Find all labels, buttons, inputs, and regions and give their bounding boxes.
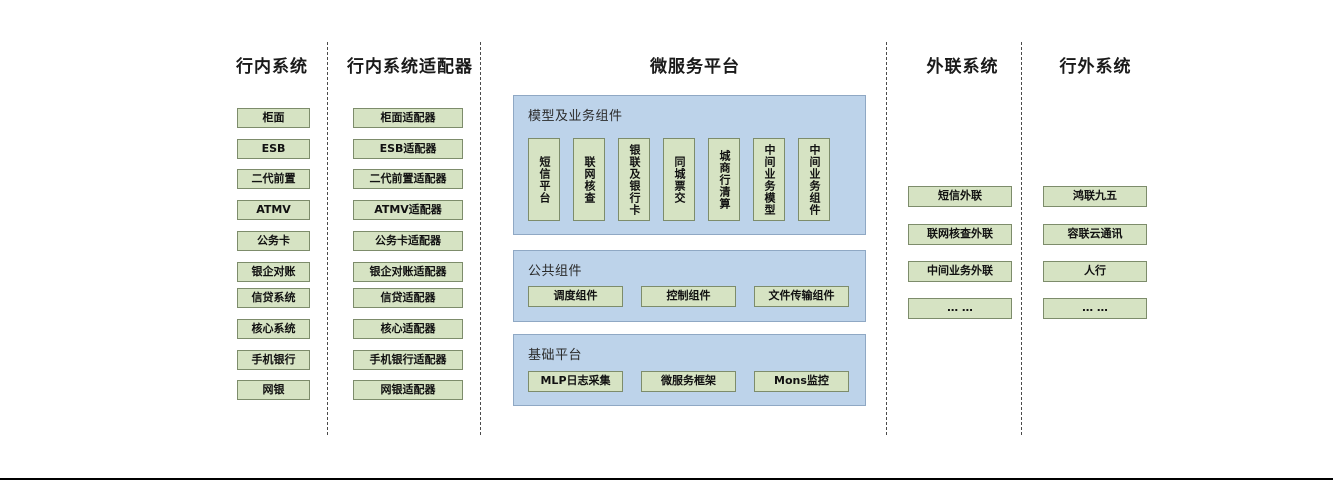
node-internal-system[interactable]: 公务卡 [237, 231, 310, 251]
node-outside-bank-system[interactable]: 容联云通讯 [1043, 224, 1147, 245]
separator-line-1 [327, 42, 328, 435]
node-external-link-system[interactable]: 联网核查外联 [908, 224, 1012, 245]
node-adapter[interactable]: ATMV适配器 [353, 200, 463, 220]
panel-title-base-platform: 基础平台 [528, 348, 583, 363]
node-internal-system[interactable]: 网银 [237, 380, 310, 400]
column-title-internal-system-adapters: 行内系统适配器 [347, 57, 473, 77]
node-public-component[interactable]: 文件传输组件 [754, 286, 849, 307]
separator-line-2 [480, 42, 481, 435]
separator-line-4 [1021, 42, 1022, 435]
separator-line-3 [886, 42, 887, 435]
node-adapter[interactable]: 手机银行适配器 [353, 350, 463, 370]
node-base-platform-component[interactable]: Mons监控 [754, 371, 849, 392]
node-adapter[interactable]: 二代前置适配器 [353, 169, 463, 189]
node-model-component[interactable]: 中间业务组件 [798, 138, 830, 221]
column-title-outside-bank-systems: 行外系统 [1059, 57, 1132, 77]
column-title-internal-systems: 行内系统 [236, 57, 308, 77]
node-internal-system[interactable]: ATMV [237, 200, 310, 220]
node-model-component[interactable]: 联网核查 [573, 138, 605, 221]
panel-base-platform: 基础平台 [513, 334, 866, 406]
node-adapter[interactable]: ESB适配器 [353, 139, 463, 159]
node-adapter[interactable]: 网银适配器 [353, 380, 463, 400]
node-public-component[interactable]: 控制组件 [641, 286, 736, 307]
node-adapter[interactable]: 核心适配器 [353, 319, 463, 339]
node-model-component[interactable]: 中间业务模型 [753, 138, 785, 221]
node-internal-system[interactable]: 核心系统 [237, 319, 310, 339]
node-public-component[interactable]: 调度组件 [528, 286, 623, 307]
node-adapter[interactable]: 信贷适配器 [353, 288, 463, 308]
node-external-link-system[interactable]: 中间业务外联 [908, 261, 1012, 282]
node-internal-system[interactable]: 银企对账 [237, 262, 310, 282]
node-base-platform-component[interactable]: MLP日志采集 [528, 371, 623, 392]
node-outside-bank-system[interactable]: 鸿联九五 [1043, 186, 1147, 207]
node-external-link-system[interactable]: 短信外联 [908, 186, 1012, 207]
node-external-link-system[interactable]: … … [908, 298, 1012, 319]
bottom-divider [0, 478, 1333, 480]
node-internal-system[interactable]: 手机银行 [237, 350, 310, 370]
panel-title-public-components: 公共组件 [528, 264, 583, 279]
node-outside-bank-system[interactable]: 人行 [1043, 261, 1147, 282]
node-adapter[interactable]: 柜面适配器 [353, 108, 463, 128]
node-internal-system[interactable]: ESB [237, 139, 310, 159]
node-adapter[interactable]: 银企对账适配器 [353, 262, 463, 282]
node-internal-system[interactable]: 二代前置 [237, 169, 310, 189]
panel-title-model-business-components: 模型及业务组件 [528, 109, 623, 124]
node-outside-bank-system[interactable]: … … [1043, 298, 1147, 319]
column-title-microservice-platform: 微服务平台 [650, 57, 740, 77]
node-model-component[interactable]: 城商行清算 [708, 138, 740, 221]
node-base-platform-component[interactable]: 微服务框架 [641, 371, 736, 392]
node-internal-system[interactable]: 柜面 [237, 108, 310, 128]
node-model-component[interactable]: 银联及银行卡 [618, 138, 650, 221]
column-title-external-link-systems: 外联系统 [926, 57, 999, 77]
node-model-component[interactable]: 短信平台 [528, 138, 560, 221]
node-model-component[interactable]: 同城票交 [663, 138, 695, 221]
node-adapter[interactable]: 公务卡适配器 [353, 231, 463, 251]
node-internal-system[interactable]: 信贷系统 [237, 288, 310, 308]
